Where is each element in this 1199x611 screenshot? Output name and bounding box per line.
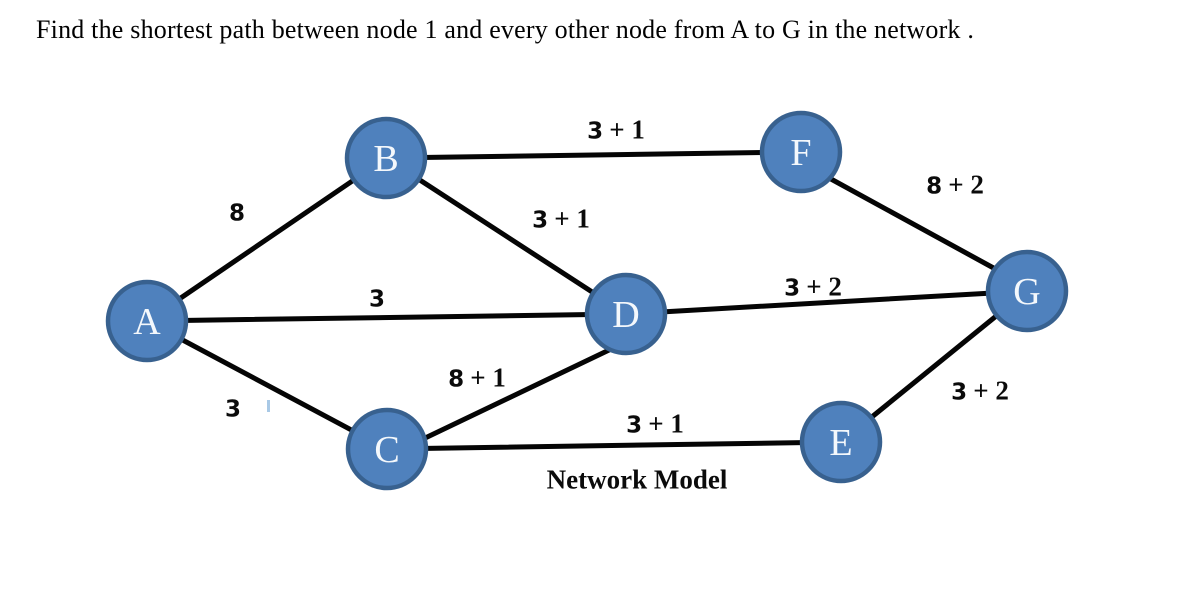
- edge-weight-C-E: 3+ 1: [626, 408, 684, 439]
- edge-weight-A-C-num: 3: [224, 396, 242, 423]
- edge-C-E: [384, 439, 844, 452]
- node-B-circle: [344, 116, 428, 200]
- node-D-circle: [584, 272, 668, 356]
- edge-weight-C-E-rest: + 1: [648, 408, 684, 439]
- edge-weight-C-D-rest: + 1: [470, 362, 506, 393]
- edge-F-G: [817, 170, 1013, 280]
- node-C: C: [345, 407, 429, 491]
- edge-weight-A-B: 8: [228, 200, 246, 227]
- node-G: G: [985, 249, 1069, 333]
- figure-caption: Network Model: [546, 464, 728, 495]
- page-title: Find the shortest path between node 1 an…: [36, 15, 975, 44]
- edge-A-C: [144, 318, 390, 452]
- node-B-label: B: [373, 138, 398, 180]
- edge-weight-B-D: 3+ 1: [532, 203, 590, 234]
- edge-weight-C-E-num: 3: [626, 412, 643, 439]
- edge-weight-E-G-num: 3: [951, 379, 968, 406]
- edge-weight-B-D-rest: + 1: [554, 203, 590, 234]
- node-F-circle: [759, 110, 843, 194]
- edge-weight-A-D-num: 3: [368, 286, 386, 313]
- node-E-circle: [799, 400, 883, 484]
- edge-weight-F-G: 8+ 2: [926, 169, 984, 200]
- edge-D-G: [623, 288, 1030, 317]
- edge-weight-C-D: 8+ 1: [448, 362, 506, 393]
- edge-weight-A-D: 3: [368, 286, 386, 313]
- edge-weight-D-G-rest: + 2: [806, 271, 842, 302]
- node-E-label: E: [829, 422, 852, 464]
- edge-weight-F-G-num: 8: [926, 173, 943, 200]
- edge-A-B: [144, 155, 389, 324]
- stray-mark-artifact: [267, 400, 270, 412]
- node-E: E: [799, 400, 883, 484]
- edge-weight-E-G: 3+ 2: [951, 375, 1009, 406]
- edge-weight-B-F-num: 3: [587, 118, 604, 145]
- edge-weight-C-D-num: 8: [448, 366, 465, 393]
- node-D-label: D: [612, 294, 639, 336]
- node-B: B: [344, 116, 428, 200]
- node-G-circle: [985, 249, 1069, 333]
- edge-weight-D-G: 3+ 2: [784, 271, 842, 302]
- node-F: F: [759, 110, 843, 194]
- edge-weight-A-C: 3: [224, 396, 242, 423]
- node-A-label: A: [133, 301, 161, 343]
- edge-B-F: [383, 149, 804, 161]
- edge-weight-F-G-rest: + 2: [948, 169, 984, 200]
- node-F-label: F: [790, 132, 811, 174]
- node-C-circle: [345, 407, 429, 491]
- node-A: A: [105, 279, 189, 363]
- node-C-label: C: [374, 429, 399, 471]
- edge-weight-D-G-num: 3: [784, 275, 801, 302]
- edge-weight-E-G-rest: + 2: [973, 375, 1009, 406]
- edge-weight-B-F: 3+ 1: [587, 114, 645, 145]
- node-G-label: G: [1013, 271, 1040, 313]
- edge-weight-B-F-rest: + 1: [609, 114, 645, 145]
- edge-B-D: [383, 155, 629, 317]
- edge-weight-B-D-num: 3: [532, 207, 549, 234]
- edge-weight-A-B-num: 8: [228, 200, 246, 227]
- edge-A-D: [144, 311, 629, 324]
- node-D: D: [584, 272, 668, 356]
- node-A-circle: [105, 279, 189, 363]
